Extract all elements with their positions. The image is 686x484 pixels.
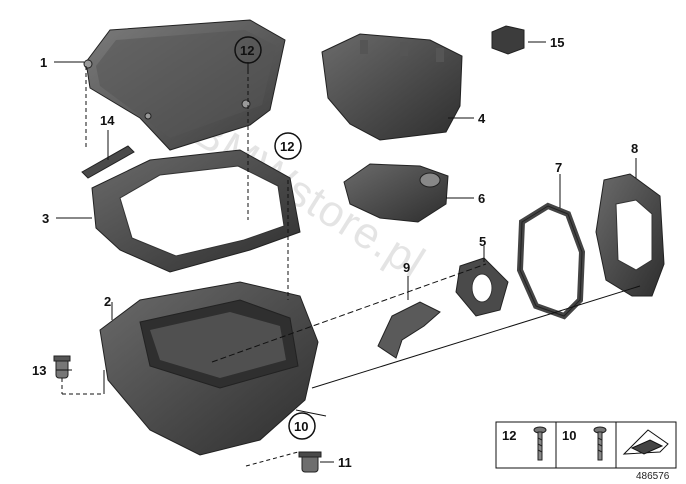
legend-box: 12 10: [495, 421, 677, 469]
callout-7: 7: [555, 160, 562, 175]
callout-14: 14: [100, 113, 115, 128]
part-module-holder: [321, 33, 463, 141]
part-frame: [91, 149, 301, 273]
part-fastener-13: [53, 355, 71, 379]
callout-12a: 12: [240, 43, 254, 58]
callout-10: 10: [294, 419, 308, 434]
part-relay: [491, 25, 525, 55]
callout-13: 13: [32, 363, 46, 378]
callout-8: 8: [631, 141, 638, 156]
assembly-lines: [54, 41, 641, 467]
screw-icon-10: [593, 426, 607, 461]
part-hose: [377, 301, 441, 359]
wedge-arrow-icon: [622, 429, 669, 455]
part-grommet-11: [298, 451, 322, 473]
part-gasket-small: [455, 257, 509, 317]
legend-item-12-label: 12: [502, 428, 516, 443]
part-bracket: [81, 145, 135, 179]
callout-9: 9: [403, 260, 410, 275]
legend-item-10-label: 10: [562, 428, 576, 443]
callout-11: 11: [338, 455, 352, 470]
reference-number: 486576: [636, 471, 670, 482]
screw-icon-12: [533, 426, 547, 461]
callout-12b-circle: [274, 132, 302, 160]
callout-12a-circle: [234, 36, 262, 64]
callout-2: 2: [104, 294, 111, 309]
callout-3: 3: [42, 211, 49, 226]
part-lower-housing: [99, 281, 319, 456]
callout-10-circle: [288, 412, 316, 440]
callout-5: 5: [479, 234, 486, 249]
part-duct: [343, 163, 449, 223]
part-cover-frame: [595, 173, 665, 297]
callout-1: 1: [40, 55, 47, 70]
callout-12b: 12: [280, 139, 294, 154]
part-seal-large: [516, 202, 586, 320]
callout-4: 4: [478, 111, 486, 126]
callout-6: 6: [478, 191, 485, 206]
callout-15: 15: [550, 35, 564, 50]
